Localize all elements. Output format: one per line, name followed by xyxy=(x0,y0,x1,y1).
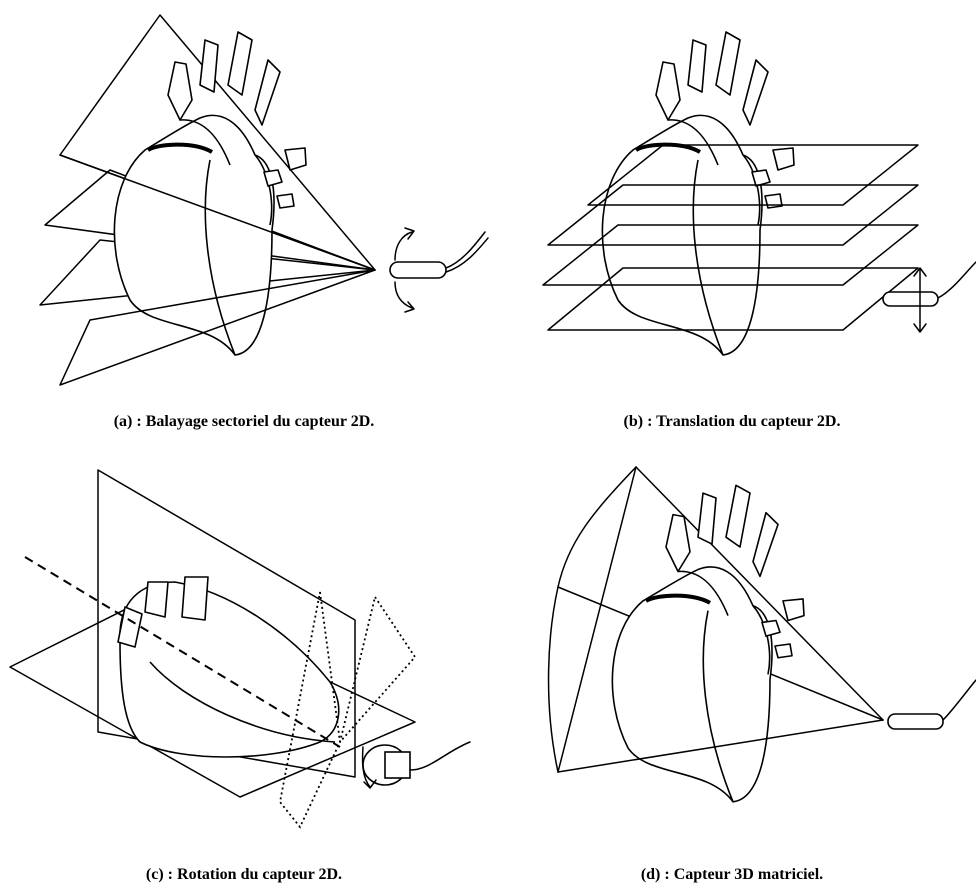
probe-icon xyxy=(390,232,488,278)
panel-c: (c) : Rotation du capteur 2D. xyxy=(0,442,488,884)
caption-a: (a) : Balayage sectoriel du capteur 2D. xyxy=(0,413,488,431)
heart-illustration xyxy=(612,485,804,802)
diagram-rotation xyxy=(0,442,488,884)
diagram-translation xyxy=(488,0,976,442)
heart-illustration xyxy=(602,32,794,355)
panel-b: (b) : Translation du capteur 2D. xyxy=(488,0,976,442)
diagram-matrix-3d xyxy=(488,442,976,884)
diagram-sector-scan xyxy=(0,0,488,442)
caption-b: (b) : Translation du capteur 2D. xyxy=(488,413,976,431)
heart-illustration xyxy=(118,577,339,757)
panel-d: (d) : Capteur 3D matriciel. xyxy=(488,442,976,884)
rotated-plane-2 xyxy=(340,597,415,742)
caption-c: (c) : Rotation du capteur 2D. xyxy=(0,866,488,884)
probe-icon xyxy=(363,742,470,785)
heart-illustration xyxy=(114,32,306,355)
panel-a: (a) : Balayage sectoriel du capteur 2D. xyxy=(0,0,488,442)
probe-icon xyxy=(888,680,976,729)
caption-d: (d) : Capteur 3D matriciel. xyxy=(488,866,976,884)
